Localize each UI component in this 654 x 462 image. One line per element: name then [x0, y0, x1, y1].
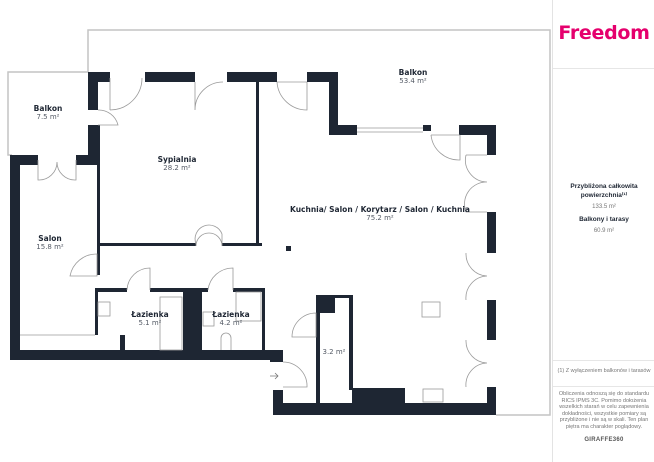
footnote: (1) Z wyłączeniem balkonów i tarasów [557, 368, 651, 374]
area-summary: Przybliżona całkowita powierzchnia⁽¹⁾ 13… [556, 183, 652, 235]
room-area: 3.2 m² [322, 348, 346, 356]
room-area: 53.4 m² [399, 77, 427, 85]
room-label-balkon-large: Balkon 53.4 m² [399, 68, 428, 85]
room-area: 28.2 m² [163, 164, 191, 172]
divider [553, 386, 654, 387]
balconies-value: 60.9 m² [593, 227, 615, 234]
room-name: Salon [38, 234, 62, 243]
room-name: Łazienka [131, 310, 169, 319]
floor-plan [7, 29, 551, 416]
room-area: 75.2 m² [366, 214, 394, 222]
freedom-logo: Freedom [558, 22, 650, 44]
entrance-arrow-icon [270, 372, 279, 380]
walls [10, 72, 496, 415]
room-label-balkon-small: Balkon 7.5 m² [34, 104, 63, 121]
total-area-label: Przybliżona całkowita powierzchnia⁽¹⁾ [570, 183, 638, 199]
room-label-lazienka-1: Łazienka 5.1 m² [131, 310, 168, 327]
room-area: 15.8 m² [36, 243, 64, 251]
room-area: 4.2 m² [219, 319, 243, 327]
divider [553, 68, 654, 69]
disclaimer: Obliczenia odnoszą się do standardu RICS… [558, 391, 650, 430]
room-area: 5.1 m² [138, 319, 162, 327]
room-name: Kuchnia/ Salon / Korytarz / Salon / Kuch… [290, 205, 470, 214]
room-label-lazienka-2: Łazienka 4.2 m² [212, 310, 249, 327]
room-label-kuchnia-salon: Kuchnia/ Salon / Korytarz / Salon / Kuch… [290, 205, 470, 222]
room-area: 7.5 m² [36, 113, 60, 121]
room-name: Łazienka [212, 310, 250, 319]
room-name: Sypialnia [157, 155, 197, 164]
room-label-salon: Salon 15.8 m² [36, 234, 63, 251]
disclaimer-section: Obliczenia odnoszą się do standardu RICS… [556, 391, 652, 444]
doors-windows [20, 77, 488, 403]
room-label-storage: 3.2 m² [323, 348, 346, 356]
total-area-value: 133.5 m² [592, 204, 616, 210]
room-name: Balkon [398, 68, 428, 77]
divider [553, 360, 654, 361]
room-name: Balkon [33, 104, 63, 113]
giraffe360-logo: GIRAFFE360 [584, 436, 624, 443]
balconies-label: Balkony i tarasy [579, 216, 629, 223]
room-label-sypialnia: Sypialnia 28.2 m² [158, 155, 197, 172]
footnote-section: (1) Z wyłączeniem balkonów i tarasów [556, 368, 652, 375]
info-panel: Freedom Przybliżona całkowita powierzchn… [552, 0, 654, 462]
